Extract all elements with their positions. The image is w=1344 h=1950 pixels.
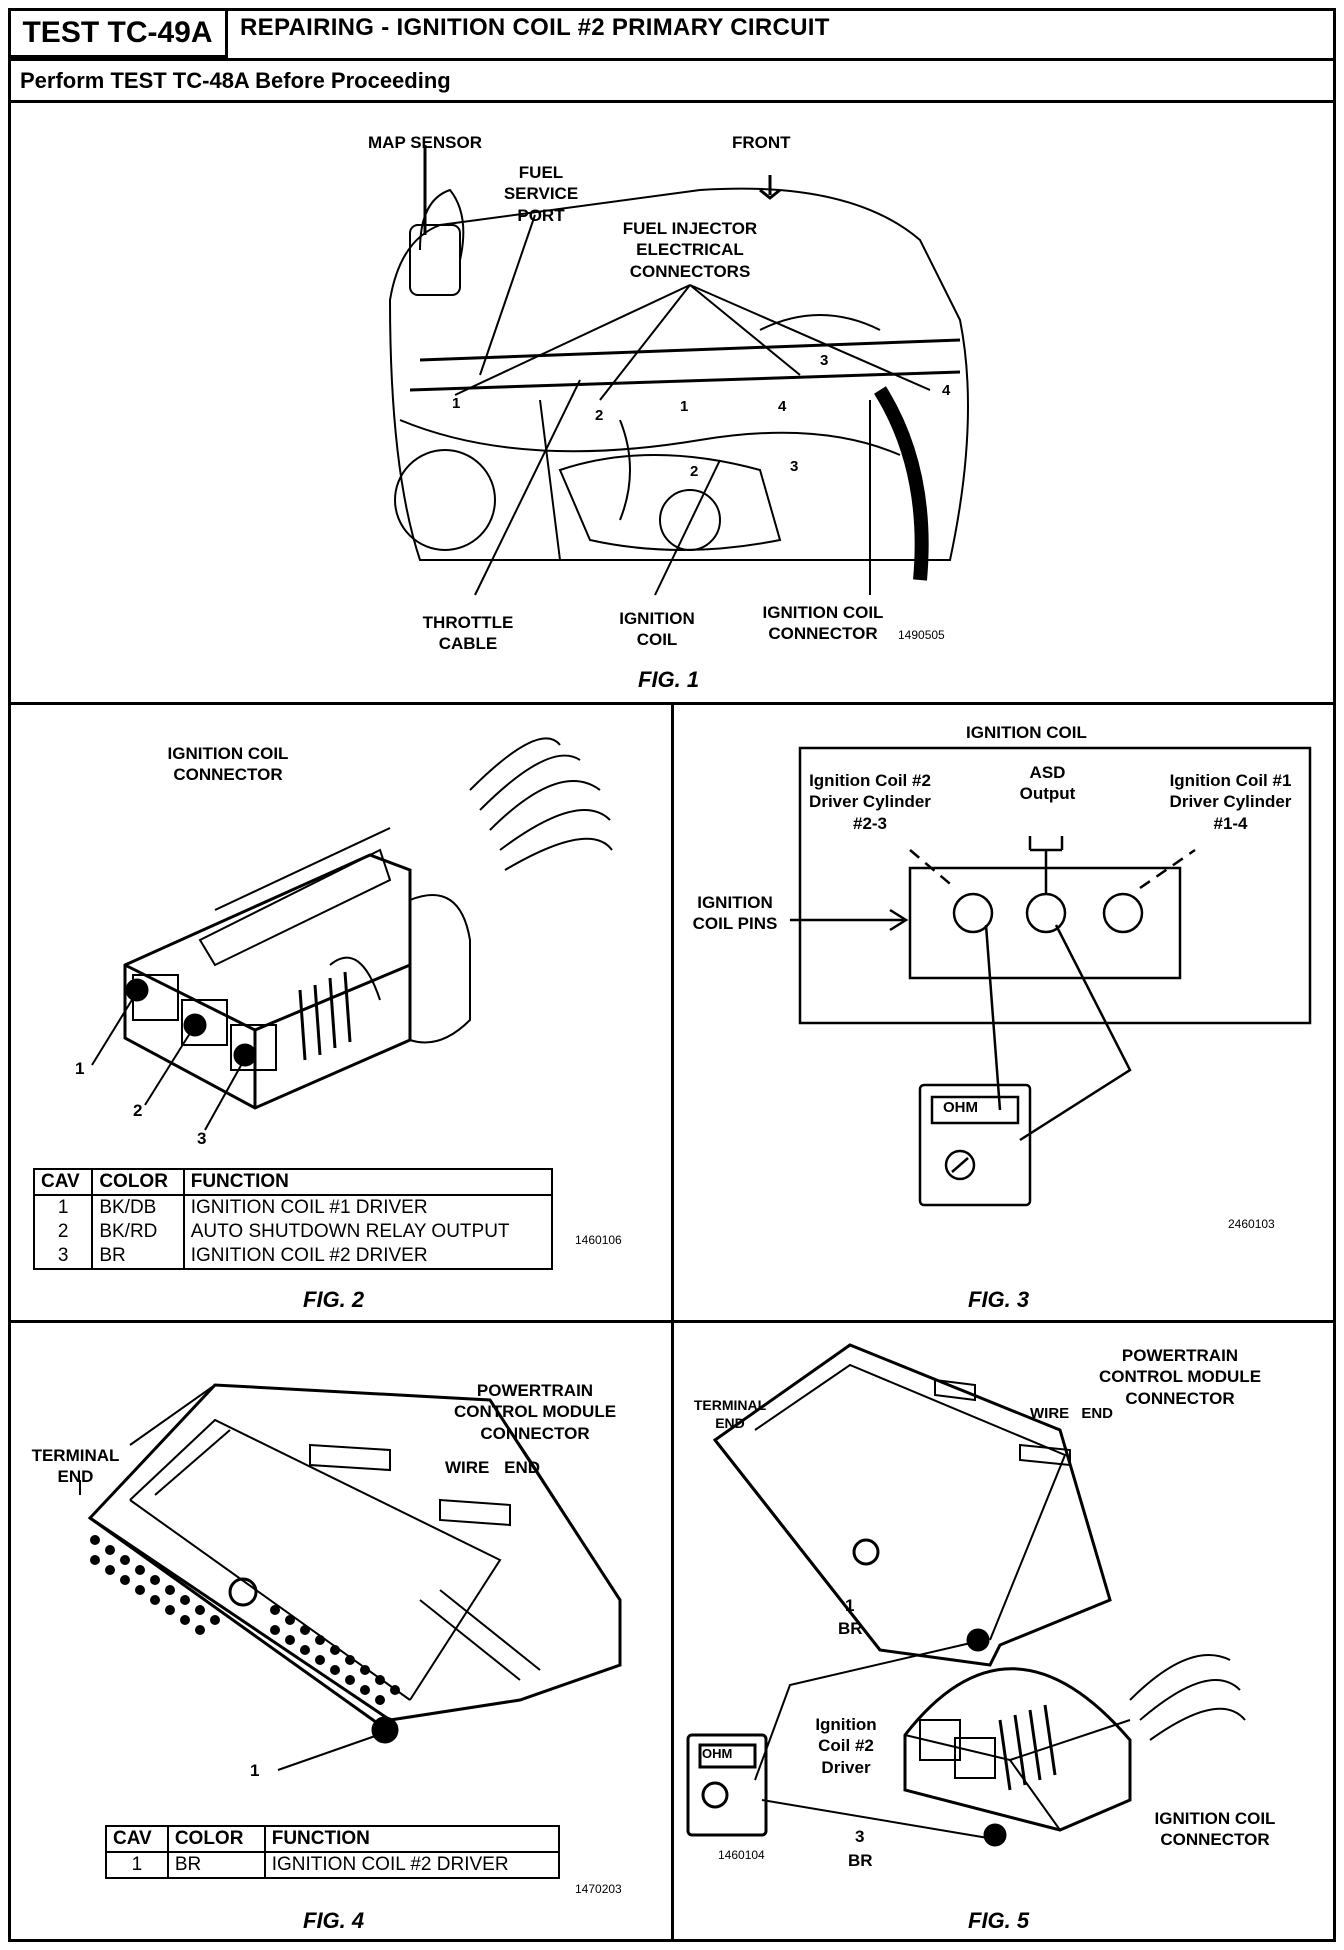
fig2-row3-function: IGNITION COIL #2 DRIVER bbox=[182, 1244, 554, 1270]
fig1-coil-1: 1 bbox=[680, 398, 689, 415]
fig5-pcm-label: POWERTRAIN CONTROL MODULE CONNECTOR bbox=[1098, 1346, 1262, 1408]
fig3-label-coil-pins: IGNITION COIL PINS bbox=[692, 893, 778, 934]
subtitle-divider bbox=[8, 100, 1336, 103]
fig1-label-ignition-coil: IGNITION COIL bbox=[619, 609, 695, 650]
fig4-row1-function: IGNITION COIL #2 DRIVER bbox=[263, 1852, 561, 1879]
fig2-row3-cav: 3 bbox=[32, 1244, 94, 1270]
fig4-terminal-end: TERMINAL END bbox=[31, 1446, 120, 1487]
fig1-coil-2: 2 bbox=[690, 463, 699, 480]
column-divider bbox=[671, 702, 674, 1942]
fig5-wire-end: WIRE END bbox=[1030, 1405, 1113, 1422]
fig1-label-map-sensor: MAP SENSOR bbox=[368, 133, 482, 152]
fig1-label-front: FRONT bbox=[732, 133, 791, 152]
fig1-injector-4: 4 bbox=[942, 382, 951, 399]
fig5-pin-1: 1 bbox=[845, 1596, 855, 1615]
fig5-pin-3: 3 bbox=[855, 1827, 865, 1846]
fig1-injector-3: 3 bbox=[820, 352, 829, 369]
fig1-coil-3: 3 bbox=[790, 458, 799, 475]
fig2-col-color: COLOR bbox=[91, 1168, 185, 1196]
fig3-label-asd-output: ASD Output bbox=[1019, 763, 1076, 804]
fig4-col-cav: CAV bbox=[105, 1825, 169, 1853]
fig5-terminal-end: TERMINAL END bbox=[693, 1397, 767, 1431]
fig2-row3-color: BR bbox=[91, 1244, 185, 1270]
fig2-pin-3: 3 bbox=[197, 1129, 207, 1148]
fig4-pcm-label: POWERTRAIN CONTROL MODULE CONNECTOR bbox=[453, 1381, 617, 1443]
fig4-caption: FIG. 4 bbox=[303, 1908, 365, 1933]
fig2-row2-color: BK/RD bbox=[91, 1220, 185, 1244]
table-row: 1 BK/DB IGNITION COIL #1 DRIVER bbox=[32, 1195, 554, 1220]
fig1-caption: FIG. 1 bbox=[638, 667, 700, 692]
fig2-row2-cav: 2 bbox=[32, 1220, 94, 1244]
fig2-pin-2: 2 bbox=[133, 1101, 143, 1120]
fig2-cav-table: CAV COLOR FUNCTION 1 BK/DB IGNITION COIL… bbox=[32, 1168, 554, 1270]
fig3-ohmmeter-display: OHM bbox=[943, 1099, 978, 1116]
fig5-coil-connector-label: IGNITION COIL CONNECTOR bbox=[1154, 1809, 1276, 1850]
fig5-ref-number: 1460104 bbox=[718, 1848, 765, 1862]
test-id: TEST TC-49A bbox=[10, 10, 228, 58]
fig2-title: IGNITION COIL CONNECTOR bbox=[167, 744, 289, 785]
fig4-pin-1: 1 bbox=[250, 1761, 260, 1780]
fig3-caption: FIG. 3 bbox=[968, 1287, 1030, 1312]
fig4-pin-cavities bbox=[90, 1535, 400, 1705]
fig1-injector-2: 2 bbox=[595, 407, 604, 424]
fig4-col-color: COLOR bbox=[166, 1825, 266, 1853]
fig4-wire-end: WIRE END bbox=[445, 1458, 540, 1477]
fig4-ref-number: 1470203 bbox=[575, 1882, 622, 1896]
fig5-ohmmeter-display: OHM bbox=[702, 1746, 733, 1761]
fig2-row2-function: AUTO SHUTDOWN RELAY OUTPUT bbox=[182, 1220, 554, 1244]
fig4-row1-color: BR bbox=[166, 1852, 266, 1879]
fig1-label-ignition-coil-connector: IGNITION COIL CONNECTOR bbox=[762, 603, 884, 644]
table-row: 1 BR IGNITION COIL #2 DRIVER bbox=[105, 1852, 561, 1879]
fig2-row1-function: IGNITION COIL #1 DRIVER bbox=[182, 1195, 554, 1220]
page-subtitle: Perform TEST TC-48A Before Proceeding bbox=[20, 68, 451, 93]
fig2-row1-cav: 1 bbox=[32, 1195, 94, 1220]
fig5-pin-3-color: BR bbox=[848, 1851, 873, 1870]
table-row: 2 BK/RD AUTO SHUTDOWN RELAY OUTPUT bbox=[32, 1220, 554, 1244]
fig2-col-cav: CAV bbox=[32, 1168, 94, 1196]
fig5-pin-1-color: BR bbox=[838, 1619, 863, 1638]
header-divider bbox=[8, 58, 1336, 61]
fig3-label-coil1-driver: Ignition Coil #1 Driver Cylinder #1-4 bbox=[1169, 771, 1292, 833]
fig3-title: IGNITION COIL bbox=[966, 723, 1087, 742]
fig1-ref-number: 1490505 bbox=[898, 628, 945, 642]
fig2-pin-1: 1 bbox=[75, 1059, 85, 1078]
fig5-caption: FIG. 5 bbox=[968, 1908, 1030, 1933]
fig3-label-coil2-driver: Ignition Coil #2 Driver Cylinder #2-3 bbox=[809, 771, 931, 833]
fig4-row1-cav: 1 bbox=[105, 1852, 169, 1879]
fig1-injector-1: 1 bbox=[452, 395, 461, 412]
fig1-label-throttle-cable: THROTTLE CABLE bbox=[422, 613, 514, 654]
fig4-col-function: FUNCTION bbox=[263, 1825, 561, 1853]
fig1-label-fuel-injector-connectors: FUEL INJECTOR ELECTRICAL CONNECTORS bbox=[622, 219, 758, 281]
fig1-coil-4: 4 bbox=[778, 398, 787, 415]
table-row: 3 BR IGNITION COIL #2 DRIVER bbox=[32, 1244, 554, 1270]
fig5-driver-label: Ignition Coil #2 Driver bbox=[815, 1715, 877, 1777]
fig1-label-fuel-service-port: FUEL SERVICE PORT bbox=[503, 163, 579, 225]
fig4-cav-table: CAV COLOR FUNCTION 1 BR IGNITION COIL #2… bbox=[105, 1825, 561, 1879]
page-title: REPAIRING - IGNITION COIL #2 PRIMARY CIR… bbox=[240, 14, 830, 41]
fig2-caption: FIG. 2 bbox=[303, 1287, 365, 1312]
fig2-row1-color: BK/DB bbox=[91, 1195, 185, 1220]
fig2-col-function: FUNCTION bbox=[182, 1168, 554, 1196]
fig3-ref-number: 2460103 bbox=[1228, 1217, 1275, 1231]
fig2-ref-number: 1460106 bbox=[575, 1233, 622, 1247]
